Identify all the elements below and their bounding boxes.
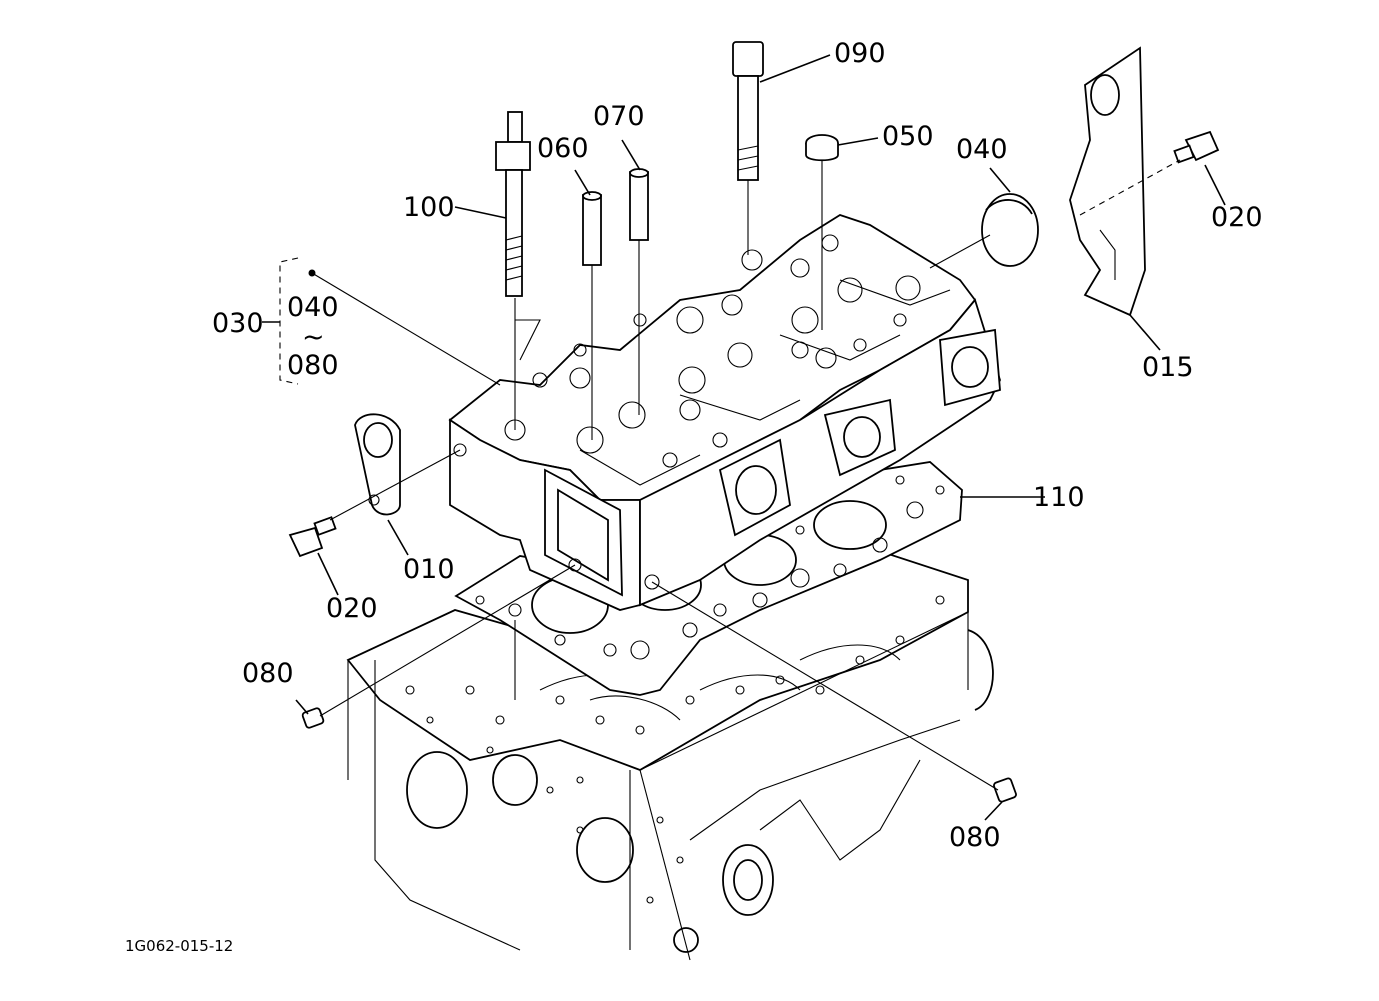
- bolt-090: [732, 41, 764, 181]
- callout-020-right: 020: [1211, 202, 1263, 233]
- range-separator: ~: [302, 322, 325, 353]
- screw-020-right: [1173, 130, 1220, 164]
- callout-015: 015: [1142, 352, 1194, 383]
- plug-040: [981, 193, 1039, 267]
- callout-080-right: 080: [949, 822, 1001, 853]
- callout-010: 010: [403, 554, 455, 585]
- engine-block: [346, 547, 994, 961]
- callout-050: 050: [882, 121, 934, 152]
- drawing-number: 1G062-015-12: [125, 937, 233, 955]
- callout-100: 100: [403, 192, 455, 223]
- callout-070: 070: [593, 101, 645, 132]
- stud-100: [495, 111, 531, 297]
- callout-080-left: 080: [242, 658, 294, 689]
- seal-050: [805, 134, 839, 162]
- screw-020-left: [288, 516, 337, 558]
- leader-lines: [262, 54, 1226, 821]
- callout-040: 040: [956, 134, 1008, 165]
- callout-030: 030: [212, 308, 264, 339]
- range-to-label: 080: [287, 350, 339, 381]
- range-from-label: 040: [287, 292, 339, 323]
- callout-090: 090: [834, 38, 886, 69]
- bracket-015: [1069, 46, 1146, 317]
- plug-080-right: [993, 777, 1017, 803]
- cylinder-head: [448, 214, 1001, 611]
- valve-guide-060: [582, 191, 602, 266]
- callout-060: 060: [537, 133, 589, 164]
- callout-110: 110: [1033, 482, 1085, 513]
- callout-020-left: 020: [326, 593, 378, 624]
- callout-labels: 090 070 060 050 040 100 020 015 030 110 …: [125, 38, 1263, 955]
- bracket-010: [354, 413, 401, 516]
- valve-guide-070: [629, 168, 649, 241]
